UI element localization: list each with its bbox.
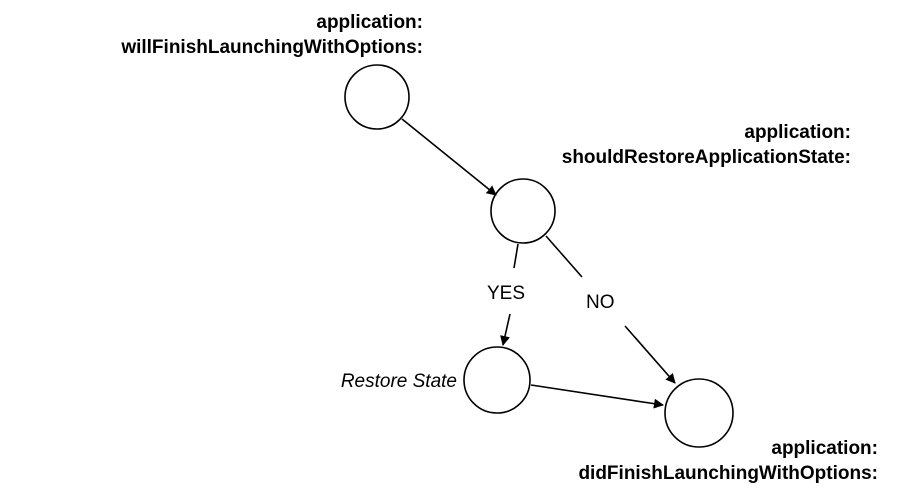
- should-restore-label-line2: shouldRestoreApplicationState:: [561, 147, 851, 168]
- will-finish-label-line2: willFinishLaunchingWithOptions:: [121, 37, 423, 58]
- edge-yes-lower: [500, 313, 511, 346]
- edge-will-to-should: [401, 118, 497, 196]
- edge-no-upper: [545, 235, 583, 278]
- yes-edge-label: YES: [487, 283, 526, 304]
- edge-no-lower: [624, 325, 676, 384]
- will-finish-label-line1: application:: [316, 12, 423, 33]
- node-should-restore: [490, 178, 556, 244]
- did-finish-label-line2: didFinishLaunchingWithOptions:: [578, 463, 878, 484]
- no-edge-label: NO: [586, 292, 615, 313]
- should-restore-label-line1: application:: [744, 122, 851, 143]
- restore-state-label: Restore State: [340, 371, 457, 392]
- edge-yes-upper: [513, 243, 519, 269]
- will-finish-label: application: willFinishLaunchingWithOpti…: [121, 10, 423, 60]
- did-finish-label-line1: application:: [771, 438, 878, 459]
- edge-restore-to-did: [530, 384, 664, 409]
- node-restore-state: [463, 346, 531, 414]
- did-finish-label: application: didFinishLaunchingWithOptio…: [578, 436, 878, 486]
- should-restore-label: application: shouldRestoreApplicationSta…: [562, 120, 851, 170]
- node-will-finish: [344, 64, 410, 130]
- node-did-finish: [664, 378, 734, 448]
